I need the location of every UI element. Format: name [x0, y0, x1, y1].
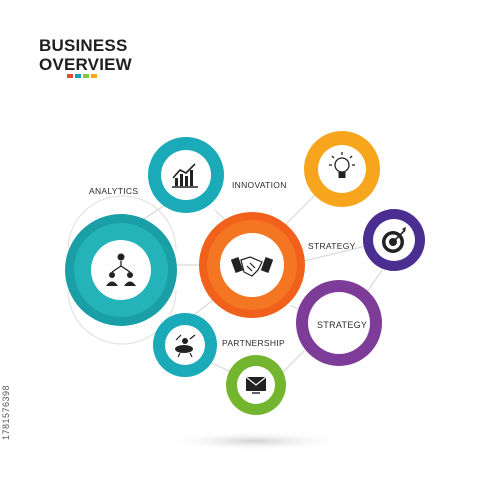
color-swatches [67, 74, 97, 78]
page-title: BUSINESS OVERVIEW [39, 36, 132, 74]
bar-chart-icon [172, 163, 198, 188]
swatch-green [83, 74, 89, 78]
side-id-strip: 1781576398 [0, 0, 14, 500]
label-strategy: STRATEGY [308, 241, 356, 251]
analytics-chart-node [148, 137, 224, 213]
message-mail-node [226, 355, 286, 415]
label-analytics: ANALYTICS [89, 186, 139, 196]
side-id-text: 1781576398 [1, 384, 11, 440]
strategy-target-node [363, 209, 425, 271]
title-line-1: BUSINESS [39, 36, 128, 55]
innovation-bulb-node [304, 131, 380, 207]
org-network-node [65, 214, 177, 326]
label-partnership: PARTNERSHIP [222, 338, 285, 348]
title-line-2: OVERVIEW [39, 55, 132, 74]
ground-shadow [163, 431, 347, 451]
label-innovation: INNOVATION [232, 180, 287, 190]
swatch-orange [91, 74, 97, 78]
label-strategy-center: STRATEGY [317, 320, 368, 330]
swatch-teal [75, 74, 81, 78]
partnership-handshake-node [199, 212, 305, 318]
envelope-icon [245, 376, 267, 394]
lightbulb-icon [329, 152, 355, 178]
money-growth-icon [175, 334, 196, 358]
growth-money-node [153, 313, 217, 377]
target-icon [382, 227, 406, 253]
people-network-icon [106, 253, 136, 286]
strategy-text-node [296, 280, 382, 366]
handshake-icon [230, 256, 274, 277]
swatch-red [67, 74, 73, 78]
